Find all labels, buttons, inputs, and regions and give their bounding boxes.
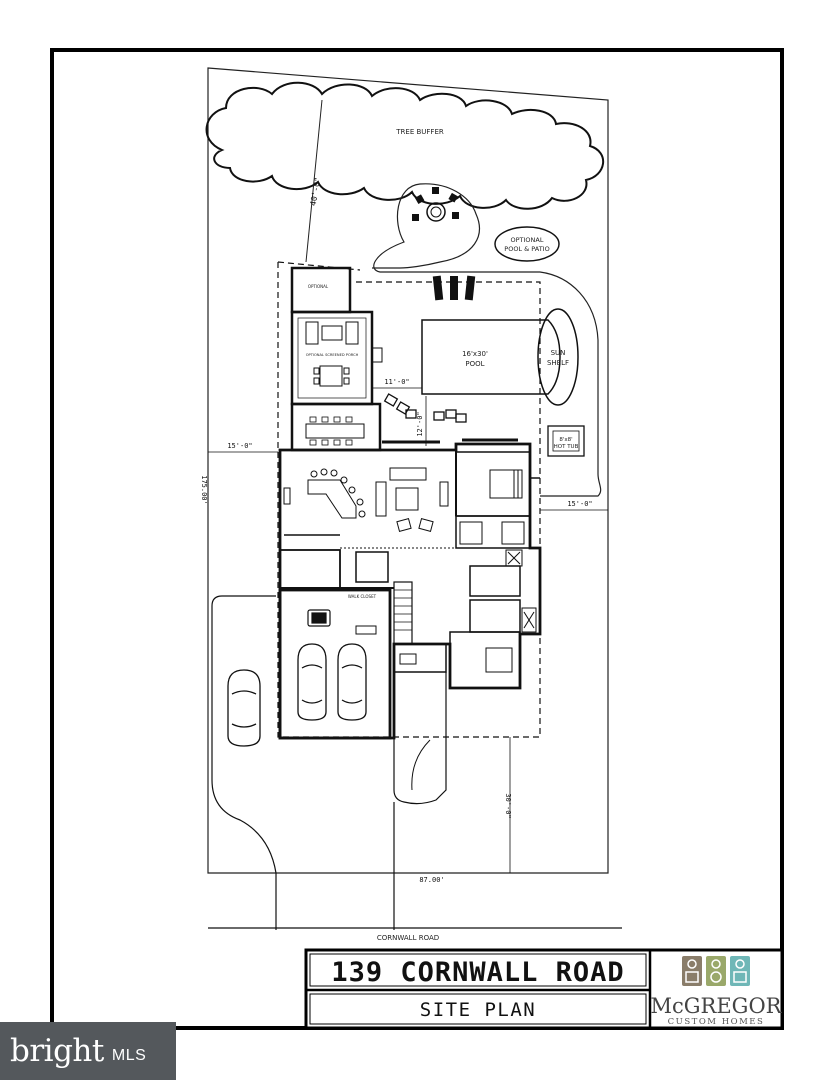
company-name: McGREGOR xyxy=(651,994,783,1018)
optional-patio-label-1: OPTIONAL xyxy=(511,236,544,244)
driveway xyxy=(211,595,447,930)
patio-gap-label: 12'-0" xyxy=(416,411,424,436)
bedroom-2 xyxy=(449,631,521,689)
bright-wordmark: bright xyxy=(10,1033,104,1069)
master-bedroom xyxy=(455,451,531,517)
garage-cars xyxy=(297,643,367,721)
right-setback-label: 15'-0" xyxy=(567,500,592,508)
sun-shelf xyxy=(537,308,579,406)
hot-tub-size-label: 8'x8' xyxy=(559,437,572,443)
patio-seating xyxy=(383,393,467,423)
master-bed xyxy=(489,469,519,499)
dining-room xyxy=(290,402,382,452)
secondary-bath xyxy=(469,565,521,597)
optional-patio-label-2: POOL & PATIO xyxy=(504,245,549,253)
dining-table xyxy=(305,423,365,439)
front-porch xyxy=(393,643,447,673)
sun-shelf-label-1: SUN xyxy=(551,349,566,357)
bright-mls-watermark: bright MLS xyxy=(0,1022,176,1080)
tree-buffer-cloud xyxy=(205,81,605,210)
company-logo-mark xyxy=(682,956,750,986)
stairs xyxy=(393,581,413,645)
patio-outline xyxy=(372,183,602,497)
hot-tub xyxy=(547,425,585,457)
fire-pit xyxy=(426,202,446,222)
garage xyxy=(278,588,392,740)
hot-tub-label: HOT TUB xyxy=(554,444,579,450)
front-setback-label: 30'-0" xyxy=(504,793,512,818)
master-bath xyxy=(455,515,531,549)
mudroom xyxy=(279,549,341,589)
driveway-car xyxy=(227,669,261,747)
sheet-title: SITE PLAN xyxy=(420,999,536,1021)
fire-pit-chairs xyxy=(412,187,459,221)
lot-depth-label: 175.00' xyxy=(200,475,208,505)
optional-top-label: OPTIONAL xyxy=(308,284,329,289)
lot-boundary xyxy=(207,67,609,874)
garage-mower xyxy=(307,609,331,627)
living-room-furniture xyxy=(375,467,449,532)
title-block xyxy=(304,948,784,1030)
porch-furniture xyxy=(305,321,359,387)
left-setback-label: 15'-0" xyxy=(227,442,252,450)
mls-wordmark: MLS xyxy=(111,1047,147,1064)
pool xyxy=(421,319,561,395)
pool-lounge-chairs xyxy=(432,275,476,301)
sun-shelf-label-2: SHELF xyxy=(547,359,569,367)
pool-gap-label: 11'-0" xyxy=(384,378,409,386)
address-title: 139 CORNWALL ROAD xyxy=(331,957,624,988)
closet-markers xyxy=(505,549,537,633)
tree-buffer-label: TREE BUFFER xyxy=(395,128,444,136)
road-label: CORNWALL ROAD xyxy=(377,934,439,942)
pool-label: POOL xyxy=(465,360,484,368)
building-setback-line xyxy=(277,262,541,738)
rear-setback-label: 40'-0" xyxy=(309,177,323,207)
rear-setback-line xyxy=(305,99,323,263)
optional-top-room xyxy=(290,266,352,314)
pool-size-label: 16'x30' xyxy=(462,350,488,358)
screened-porch-label: OPTIONAL SCREENED PORCH xyxy=(306,353,359,357)
company-subtitle: CUSTOM HOMES xyxy=(668,1017,765,1027)
optional-patio-bubble xyxy=(494,226,560,262)
kitchen-island xyxy=(307,468,366,519)
lot-width-label: 87.00' xyxy=(419,876,444,884)
walk-closet-label: WALK CLOSET xyxy=(348,594,377,599)
